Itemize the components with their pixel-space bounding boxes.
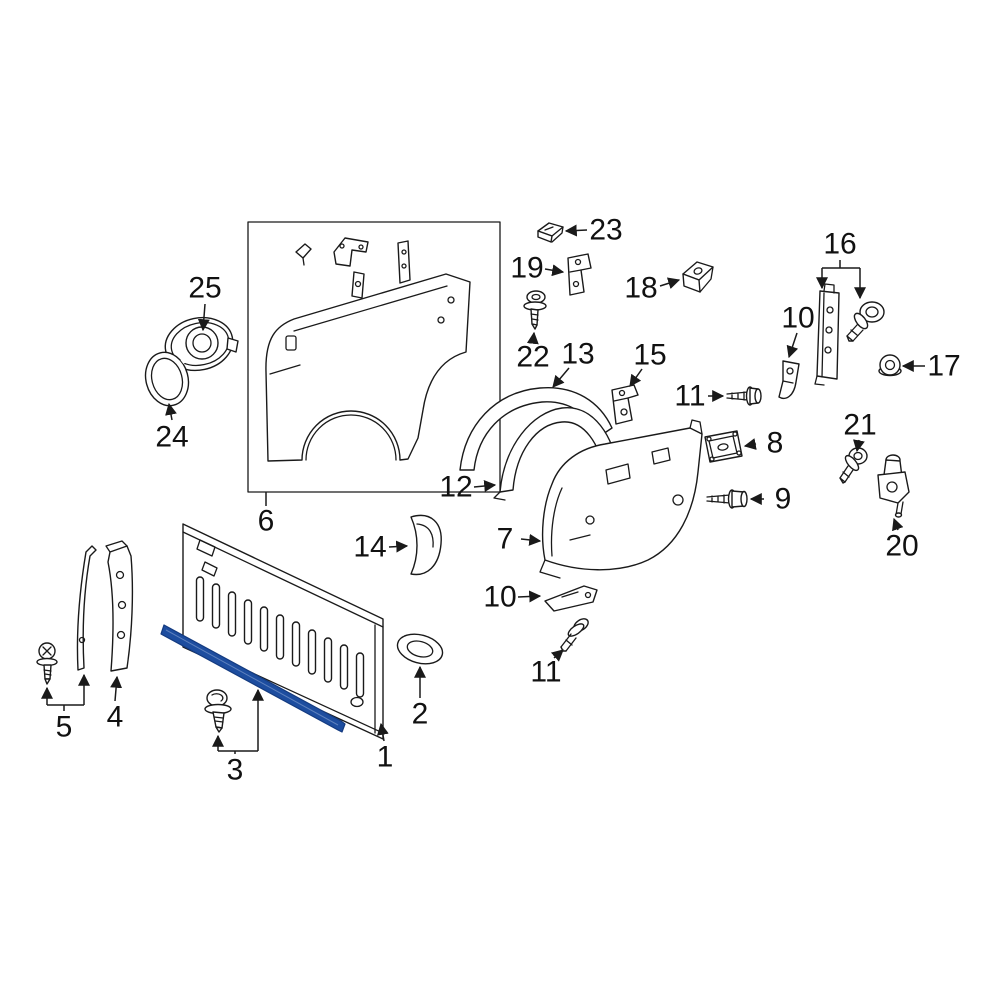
callout-11-right-label: 11 (674, 380, 705, 413)
part-10-left-bracket-drawing (544, 585, 598, 612)
callout-10-right-label: 10 (781, 302, 814, 335)
part-14-bracket-drawing (410, 514, 442, 576)
callout-17-label: 17 (927, 350, 960, 383)
part-16-bracket-drawing (814, 283, 840, 386)
leader-1 (376, 722, 389, 742)
part-8-plate-drawing (704, 430, 743, 463)
part-3-screw-drawing (204, 689, 232, 733)
leader-11-left (550, 649, 564, 662)
part-11-right-push-pin-drawing (726, 386, 762, 406)
callout-25-label: 25 (188, 272, 221, 305)
leader-16-bracket (822, 260, 860, 269)
callout-7-label: 7 (497, 523, 514, 556)
part-15-bracket-drawing (611, 384, 639, 425)
part-25-fuel-filler-housing-drawing (164, 316, 239, 372)
callout-20-label: 20 (885, 530, 918, 563)
callout-6-label: 6 (258, 505, 275, 538)
leader-24 (165, 402, 177, 421)
part-4-side-strip-drawing (105, 540, 134, 672)
part-21-bolt-drawing (839, 447, 868, 484)
callout-22-label: 22 (516, 341, 549, 374)
part-20-striker-drawing (877, 454, 910, 518)
part-5-strip-and-screw-drawing (36, 545, 97, 685)
leader-lines (41, 224, 925, 754)
callout-3-label: 3 (227, 754, 244, 787)
part-11-left-push-pin-drawing (560, 618, 589, 652)
callout-15-label: 15 (633, 339, 666, 372)
part-6-box-side-panel-drawing (247, 221, 501, 493)
leader-19 (544, 264, 565, 277)
leader-13 (552, 367, 570, 388)
leader-4 (110, 675, 123, 702)
callout-12-label: 12 (439, 471, 472, 504)
leader-20 (892, 517, 904, 532)
callout-8-label: 8 (767, 427, 784, 460)
callout-4-label: 4 (107, 701, 124, 734)
part-17-nut-drawing (878, 354, 902, 377)
callout-2-label: 2 (412, 698, 429, 731)
leader-25 (197, 303, 210, 332)
leader-12 (473, 480, 497, 492)
part-9-bolt-drawing (706, 489, 748, 509)
callout-11-left-label: 11 (530, 656, 561, 689)
leader-23 (564, 224, 588, 237)
leader-10-left (517, 590, 542, 603)
callout-21-label: 21 (843, 409, 876, 442)
leader-22 (526, 331, 539, 345)
callout-16-label: 16 (823, 228, 856, 261)
leader-15 (629, 368, 643, 387)
leader-14 (388, 540, 409, 553)
part-16-bolt-drawing (846, 301, 885, 342)
leader-18 (659, 277, 681, 289)
callout-9-label: 9 (775, 483, 792, 516)
callout-1-label: 1 (377, 741, 394, 774)
leader-10-right (786, 332, 799, 359)
callout-24-label: 24 (155, 421, 188, 454)
part-1-bed-front-panel-drawing (182, 523, 384, 740)
part-7-side-inner-panel-drawing (539, 419, 703, 579)
callout-labels: 25 24 6 23 19 22 13 15 18 16 10 17 11 8 … (56, 214, 961, 787)
leader-21 (853, 439, 865, 453)
part-24-fuel-filler-ring-drawing (144, 351, 192, 407)
part-2-oval-seal-drawing (396, 633, 444, 665)
part-10-right-bracket-drawing (778, 360, 800, 400)
leader-7 (520, 533, 542, 546)
callout-18-label: 18 (624, 272, 657, 305)
callout-13-label: 13 (561, 338, 594, 371)
callout-23-label: 23 (589, 214, 622, 247)
callout-14-label: 14 (353, 531, 386, 564)
part-19-bracket-drawing (567, 253, 592, 296)
leader-5-bracket (47, 704, 84, 711)
part-22-push-pin-drawing (523, 290, 547, 330)
callout-5-label: 5 (56, 711, 73, 744)
leader-8 (743, 438, 757, 450)
part-18-clip-drawing (682, 261, 714, 293)
part-23-clip-drawing (537, 222, 564, 243)
part-3-seal-strip-highlighted (160, 624, 346, 733)
callout-10-left-label: 10 (483, 581, 516, 614)
leader-3-bracket (218, 750, 258, 754)
callout-19-label: 19 (510, 252, 543, 285)
